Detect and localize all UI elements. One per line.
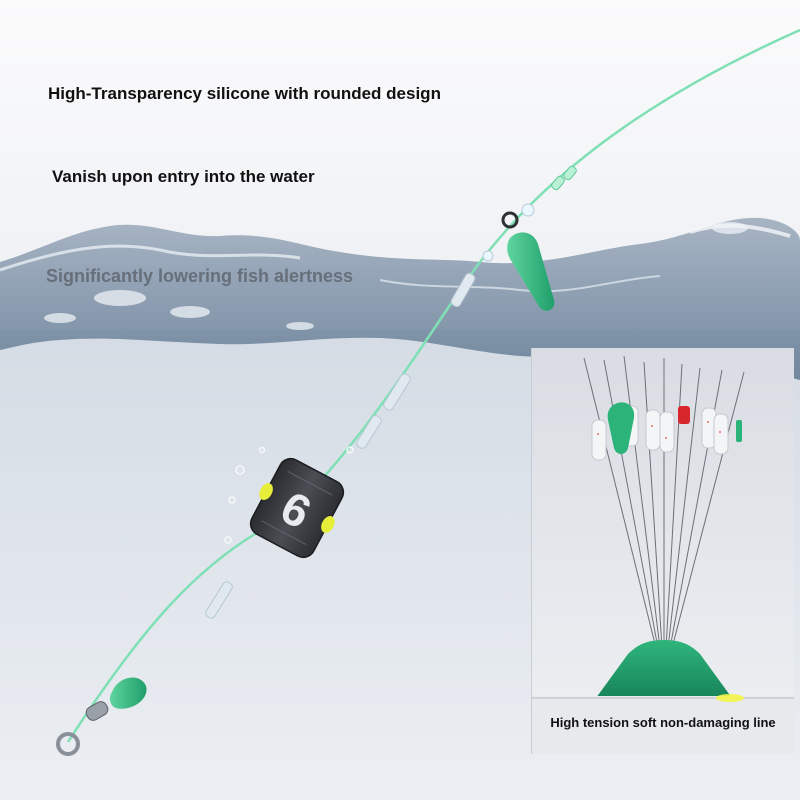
bottom-ring-icon	[56, 732, 80, 756]
teardrop-sinker-icon	[507, 232, 555, 311]
inset-product-image: High tension soft non-damaging line	[531, 348, 794, 754]
water-wave	[0, 217, 800, 380]
float-icon: 6	[249, 457, 345, 559]
inset-illustration	[532, 348, 794, 754]
inset-base	[596, 640, 732, 698]
bottom-sinker-icon	[109, 677, 147, 709]
headline-fish-alertness: Significantly lowering fish alertness	[46, 266, 354, 286]
inset-caption: High tension soft non-damaging line	[550, 715, 776, 730]
red-bead-icon	[678, 406, 690, 424]
headline-transparency: High-Transparency silicone with rounded …	[48, 84, 441, 103]
swivel-ring-icon	[501, 211, 519, 229]
headline-vanish: Vanish upon entry into the water	[52, 167, 315, 186]
fishing-line	[66, 28, 800, 743]
inset-sinker-icon	[607, 402, 635, 454]
bead-icon	[482, 165, 577, 262]
